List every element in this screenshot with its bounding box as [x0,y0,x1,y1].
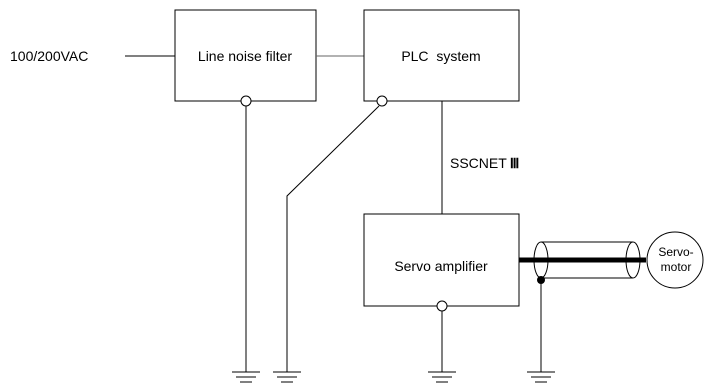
line-noise-filter-label: Line noise filter [198,48,293,64]
amplifier-ground-icon [428,371,456,383]
plc-ground-wire [286,105,380,372]
shield-ground-icon [527,371,555,383]
servo-amplifier-box [363,213,520,307]
servo-motor-label-line2: motor [661,260,692,274]
plc-system-box [363,9,520,102]
servo-amplifier-label: Servo amplifier [394,258,488,274]
servo-motor-circle [646,231,704,289]
filter-ground-icon [232,371,260,383]
shield-ground-junction [537,276,545,284]
input-voltage-label: 100/200VAC [10,48,88,64]
amplifier-ground-terminal [436,300,448,312]
servo-motor-label-line1: Servo- [658,245,693,259]
filter-ground-terminal [240,95,252,107]
plc-ground-terminal [376,95,388,107]
plc-system-label: PLC system [401,48,480,64]
plc-ground-icon [273,371,301,383]
